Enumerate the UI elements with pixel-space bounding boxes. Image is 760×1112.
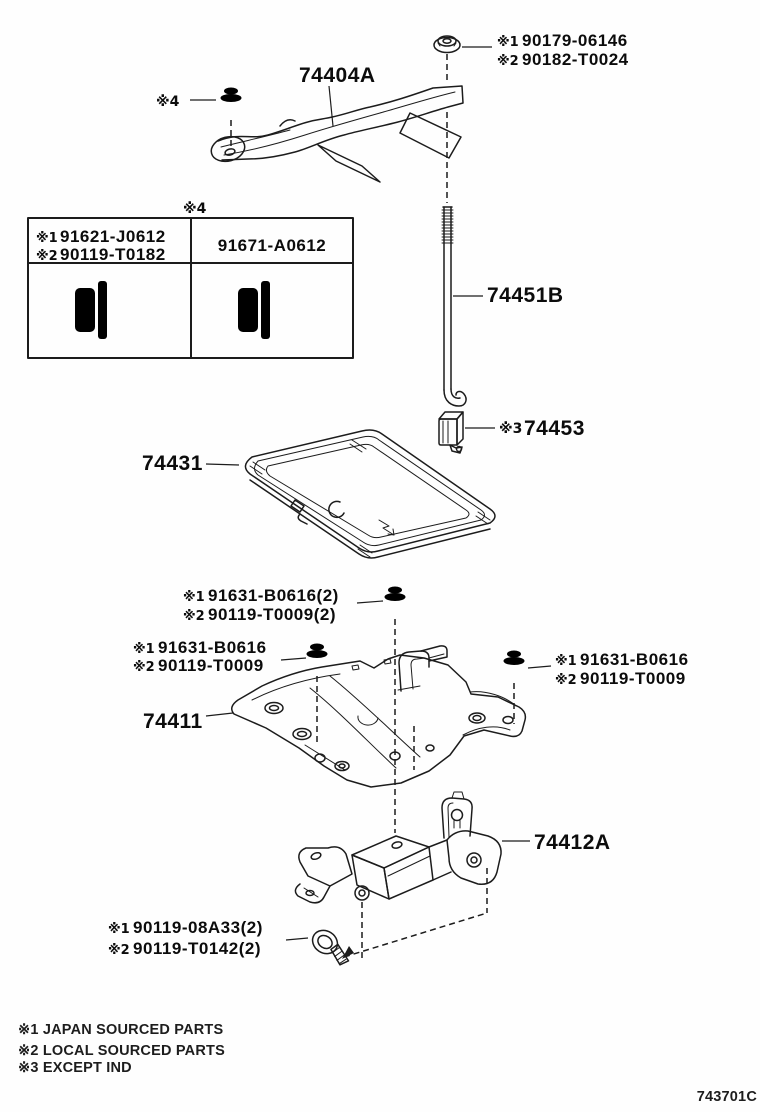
table-left-prefix-1: ※1	[36, 231, 58, 246]
flange-nut-icon	[433, 35, 461, 54]
bolt-variant-table	[27, 217, 354, 359]
leader-74431	[205, 463, 240, 466]
leader-right-bolt	[527, 665, 552, 669]
label-74431[interactable]: 74431	[142, 452, 203, 475]
label-74404a[interactable]: 74404A	[299, 64, 376, 87]
carrier-support-drawing	[294, 791, 502, 904]
tray-side-clip	[290, 499, 308, 525]
leader-bottom-bolt	[285, 937, 309, 941]
support-clevis-plate	[298, 846, 353, 887]
left-bolt-number-2[interactable]: 90119-T0009	[158, 656, 264, 675]
label-74451b[interactable]: 74451B	[487, 284, 564, 307]
bottom-bolt-prefix-1: ※1	[108, 922, 130, 937]
bracket-bump	[279, 119, 296, 127]
battery-tray-drawing	[244, 429, 496, 559]
hex-bolt-icon-right	[503, 650, 525, 679]
figure-code: 743701C	[697, 1089, 758, 1105]
bracket-flange-right	[399, 112, 462, 159]
table-left-number-2[interactable]: 90119-T0182	[60, 245, 166, 264]
hex-bolt-icon-top	[220, 87, 242, 116]
hex-bolt-icon-mid	[384, 586, 406, 615]
bottom-bolt-number-2[interactable]: 90119-T0142(2)	[133, 939, 261, 958]
battery-clamp-drawing	[438, 411, 464, 454]
top-nut-prefix-2: ※2	[497, 54, 519, 69]
leader-74411	[205, 712, 234, 717]
hex-bolt-side-icon-left	[75, 281, 144, 339]
dash-support-diagonal	[343, 912, 488, 958]
left-bolt-prefix-1: ※1	[133, 642, 155, 657]
left-bolt-number-1[interactable]: 91631-B0616	[158, 638, 267, 657]
screw-icon-bottom	[311, 929, 350, 966]
support-head	[446, 830, 502, 885]
carrier-hook-flag	[420, 645, 448, 662]
tray-depth-edge	[249, 479, 491, 559]
label-74453-prefix: ※3	[499, 421, 522, 437]
bracket-end-hole	[224, 148, 236, 156]
bottom-bolt-prefix-2: ※2	[108, 943, 130, 958]
carrier-hook-arm	[398, 650, 430, 692]
top-nut-number-2[interactable]: 90182-T0024	[522, 50, 629, 69]
top-nut-prefix-1: ※1	[497, 35, 519, 50]
marker4-top: ※4	[156, 94, 180, 110]
label-74453[interactable]: 74453	[524, 417, 585, 440]
legend-line-1: ※1 JAPAN SOURCED PARTS	[18, 1022, 223, 1038]
mid-bolt-number-1[interactable]: 91631-B0616(2)	[208, 586, 339, 605]
table-right-number[interactable]: 91671-A0612	[218, 236, 327, 255]
top-nut-number-1[interactable]: 90179-06146	[522, 31, 628, 50]
right-bolt-number-2[interactable]: 90119-T0009	[580, 669, 686, 688]
support-prong	[294, 883, 331, 904]
carrier-tab-hole	[502, 715, 514, 725]
right-bolt-prefix-1: ※1	[555, 654, 577, 669]
left-bolt-prefix-2: ※2	[133, 660, 155, 675]
carrier-hole	[292, 727, 312, 741]
bracket-end-tab	[210, 135, 246, 163]
support-box-front	[383, 846, 434, 900]
tray-hole	[328, 500, 345, 519]
right-bolt-prefix-2: ※2	[555, 673, 577, 688]
support-keyhole	[450, 808, 464, 822]
right-bolt-number-1[interactable]: 91631-B0616	[580, 650, 689, 669]
mid-bolt-prefix-1: ※1	[183, 590, 205, 605]
mid-bolt-prefix-2: ※2	[183, 609, 205, 624]
support-top-plate	[441, 797, 473, 839]
battery-carrier-drawing	[231, 645, 527, 788]
legend-line-3: ※3 EXCEPT IND	[18, 1060, 132, 1076]
tray-outer-rim	[244, 429, 496, 553]
leader-left-bolt	[280, 657, 307, 661]
support-box-side	[351, 854, 390, 900]
leader-74404a	[328, 85, 334, 127]
support-head-hole	[466, 852, 482, 868]
label-74412a[interactable]: 74412A	[534, 831, 611, 854]
table-note-marker4: ※4	[183, 201, 207, 217]
mid-bolt-number-2[interactable]: 90119-T0009(2)	[208, 605, 336, 624]
hex-bolt-side-icon-right	[238, 281, 307, 339]
battery-clamp-bracket-drawing	[210, 85, 464, 183]
support-bottom-hole	[354, 885, 370, 901]
bottom-bolt-number-1[interactable]: 90119-08A33(2)	[133, 918, 263, 937]
table-left-number-1[interactable]: 91621-J0612	[60, 227, 166, 246]
label-74411[interactable]: 74411	[143, 710, 203, 733]
table-left-prefix-2: ※2	[36, 249, 58, 264]
legend-line-2: ※2 LOCAL SOURCED PARTS	[18, 1043, 225, 1059]
leader-mid-bolt	[356, 600, 384, 604]
carrier-outline	[231, 654, 527, 788]
carrier-hole	[264, 701, 284, 715]
hook-bolt-drawing	[441, 206, 467, 407]
bracket-flange-left	[317, 144, 381, 183]
